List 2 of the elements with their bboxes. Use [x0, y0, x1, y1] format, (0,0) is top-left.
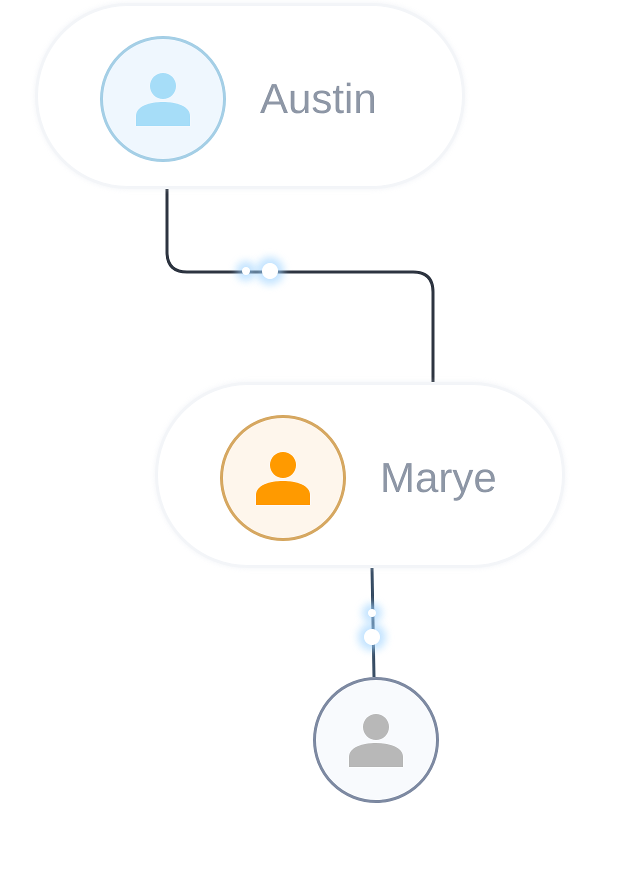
person-name: Marye	[380, 454, 497, 502]
person-name: Austin	[260, 75, 377, 123]
